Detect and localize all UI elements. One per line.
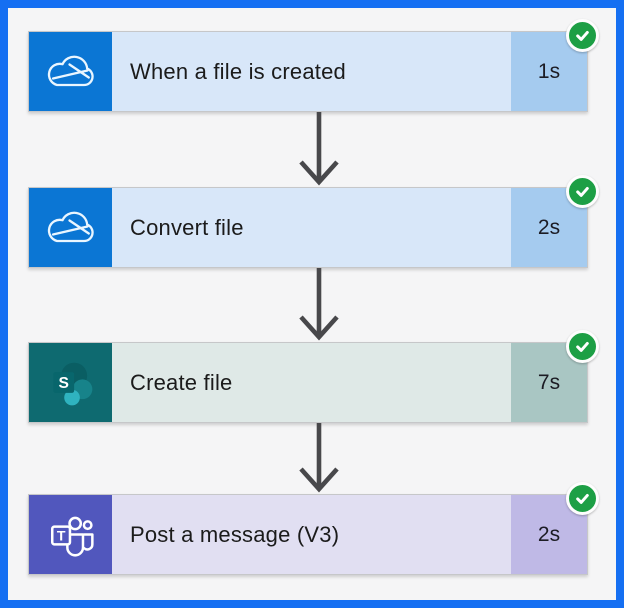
check-circle-icon — [566, 482, 599, 515]
svg-text:S: S — [58, 375, 68, 392]
step-card-create-file[interactable]: S Create file 7s — [28, 330, 599, 423]
check-circle-icon — [566, 19, 599, 52]
connector-arrow-down-icon — [299, 423, 339, 493]
step-card-post-a-message-v3[interactable]: T Post a message (V3) 2s — [28, 482, 599, 575]
step-body: Create file — [112, 343, 511, 422]
onedrive-icon — [29, 32, 112, 111]
svg-text:T: T — [56, 527, 65, 543]
onedrive-icon — [29, 188, 112, 267]
step-body: Convert file — [112, 188, 511, 267]
connector-arrow-down-icon — [299, 112, 339, 186]
check-circle-icon — [566, 330, 599, 363]
step-card-convert-file[interactable]: Convert file 2s — [28, 175, 599, 268]
step-card-when-a-file-is-created[interactable]: When a file is created 1s — [28, 19, 599, 112]
sharepoint-icon: S — [29, 343, 112, 422]
step-label: Convert file — [130, 214, 244, 240]
step-label: Create file — [130, 369, 233, 395]
check-circle-icon — [566, 175, 599, 208]
teams-icon: T — [29, 495, 112, 574]
step-body: Post a message (V3) — [112, 495, 511, 574]
connector-arrow-down-icon — [299, 268, 339, 341]
step-body: When a file is created — [112, 32, 511, 111]
step-label: Post a message (V3) — [130, 521, 340, 547]
step-label: When a file is created — [130, 58, 346, 84]
